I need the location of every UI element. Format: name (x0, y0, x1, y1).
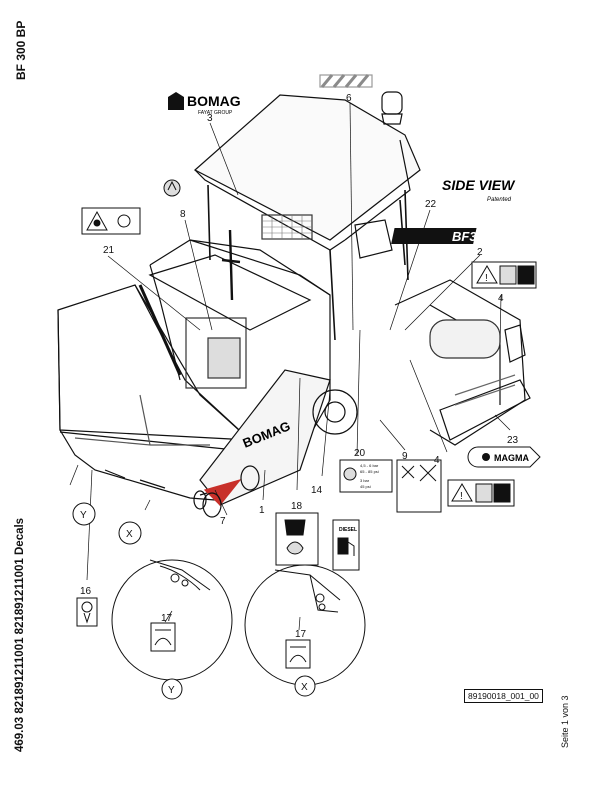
detail-y-marker (161, 678, 183, 700)
decal-20-line-2: 65 - 85 psi (360, 469, 379, 474)
callout-8: 8 (180, 209, 186, 220)
detail-x-marker (294, 675, 316, 697)
side-view-title: SIDE VIEW (442, 177, 516, 193)
rear-wheel (312, 389, 358, 435)
bomag-logo: BOMAG FAYAT GROUP (168, 92, 241, 116)
callout-3: 3 (207, 113, 213, 124)
logo-sub: FAYAT GROUP (198, 110, 233, 116)
callout-17-x: 17 (295, 629, 307, 640)
tie-down-decal-x (285, 639, 311, 669)
callout-21: 21 (103, 245, 115, 256)
callout-7: 7 (220, 516, 226, 527)
diesel-text: DIESEL (339, 527, 357, 533)
decal-20-line-1: 4,5 - 6 bar (360, 463, 379, 468)
logo-text: BOMAG (187, 93, 241, 109)
tie-down-decal-y (150, 622, 176, 652)
detail-y-label: Y (168, 685, 175, 696)
callout-14: 14 (311, 485, 323, 496)
callout-6: 6 (346, 93, 352, 104)
hand-icon (163, 179, 181, 197)
marker-x (118, 521, 142, 545)
magma-text: MAGMA (494, 453, 529, 463)
callout-23: 23 (507, 435, 519, 446)
marker-x-label: X (126, 529, 133, 540)
decal-20-line-4: 45 psi (360, 484, 371, 489)
detail-x-label: X (301, 682, 308, 693)
side-view-sub: Patented (487, 197, 512, 203)
model-decal-text: BF300 P (452, 229, 504, 244)
callout-22: 22 (425, 199, 437, 210)
callout-2: 2 (477, 247, 483, 258)
callout-18: 18 (291, 501, 303, 512)
battery-decal (396, 459, 442, 513)
callout-4-upper: 4 (498, 293, 504, 304)
callout-4-lower: 4 (434, 455, 440, 466)
screed (394, 279, 526, 446)
callout-16: 16 (80, 586, 92, 597)
magma-badge: MAGMA (467, 446, 541, 468)
svg-text:!: ! (460, 491, 463, 502)
beacon-icon (381, 91, 403, 115)
document-number: 89190018_001_00 (464, 689, 543, 703)
callout-17-y: 17 (161, 613, 173, 624)
callout-20: 20 (354, 448, 366, 459)
marker-y-label: Y (80, 510, 87, 521)
callout-9: 9 (402, 451, 408, 462)
callout-1: 1 (259, 505, 265, 516)
model-decal: BF300 P (391, 228, 504, 244)
svg-text:!: ! (485, 273, 488, 284)
decal-20-line-3: 3 bar (360, 478, 370, 483)
canopy-roof (193, 94, 421, 241)
marker-y (72, 502, 96, 526)
